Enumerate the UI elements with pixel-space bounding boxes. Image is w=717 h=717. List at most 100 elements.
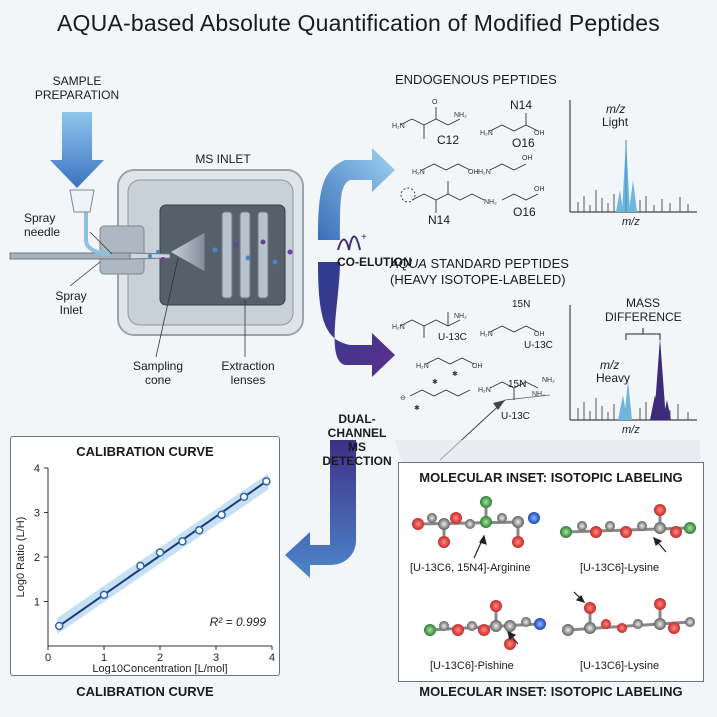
svg-text:NH₂: NH₂ [542, 377, 555, 384]
molecule-label-arginine: [U-13C6, 15N4]-Arginine [410, 562, 531, 574]
arginine-model [412, 496, 540, 548]
spray-inlet-line2: Inlet [59, 303, 83, 317]
aqua-subtitle: (HEAVY ISOTOPE-LABELED) [390, 272, 566, 287]
detection-line2: MS DETECTION [322, 440, 392, 468]
svg-text:✱: ✱ [452, 370, 458, 378]
molecular-inset-title: MOLECULAR INSET: ISOTOPIC LABELING [419, 470, 683, 485]
aqua-spectrum-heavy: Heavy [596, 371, 631, 385]
aqua-label-u13c-b: U-13C [524, 340, 553, 351]
svg-text:H₂N: H₂N [480, 331, 493, 338]
sample-prep-label: SAMPLE PREPARATION [22, 74, 132, 102]
spray-inlet-line1: Spray [55, 289, 87, 303]
x-tick-label: 2 [157, 652, 163, 664]
molecule-label-pishine: [U-13C6]-Pishine [430, 660, 514, 672]
svg-text:H₂N: H₂N [480, 130, 493, 137]
svg-text:H₂N: H₂N [412, 169, 425, 176]
svg-text:NH₂: NH₂ [454, 112, 467, 119]
aqua-spectrum-mz: m/z [600, 358, 620, 372]
page-title: AQUA-based Absolute Quantification of Mo… [57, 10, 660, 36]
data-point [99, 590, 109, 600]
spray-needle-line2: needle [24, 225, 61, 239]
detection-label: DUAL-CHANNEL MS DETECTION [315, 412, 399, 468]
molecule-label-lysine-b: [U-13C6]-Lysine [580, 660, 660, 672]
y-tick-label: 4 [34, 463, 40, 475]
x-tick-label: 1 [101, 652, 107, 664]
aqua-spectrum-axis: m/z [622, 424, 640, 436]
aqua-title-italic: AQUA [390, 256, 427, 271]
svg-text:H₂N: H₂N [416, 363, 429, 370]
endogenous-spectrum [569, 100, 697, 213]
aqua-title: AQUA STANDARD PEPTIDES [390, 256, 569, 272]
x-tick-label: 4 [269, 652, 275, 664]
y-tick-label: 2 [34, 552, 40, 564]
svg-text:H₂N: H₂N [392, 123, 405, 130]
endo-spectrum-axis: m/z [622, 216, 640, 228]
endo-label-n14-a: N14 [510, 98, 533, 112]
lower-flow-arrow [318, 262, 395, 377]
endo-label-o16-b: O16 [513, 205, 536, 219]
data-point [194, 526, 204, 535]
x-axis-label: Log10Concentration [L/mol] [92, 663, 227, 674]
calibration-title: CALIBRATION CURVE [76, 444, 214, 459]
svg-text:OH: OH [534, 186, 545, 193]
x-tick-label: 0 [45, 652, 51, 664]
endo-label-c12: C12 [437, 133, 460, 147]
x-tick-label: 3 [213, 652, 219, 664]
sample-arrow [50, 112, 104, 188]
y-axis-label: Log0 Ratio (L/H) [15, 517, 27, 598]
aqua-title-rest: STANDARD PEPTIDES [426, 256, 569, 271]
calibration-bottom-title: CALIBRATION CURVE [76, 684, 214, 699]
svg-text:OH: OH [522, 155, 533, 162]
coelution-peak-icon [337, 235, 361, 251]
sample-prep-line1: SAMPLE [52, 74, 102, 88]
spray-inlet-label: Spray Inlet [46, 289, 96, 317]
molecular-inset-panel [398, 462, 704, 682]
y-tick-label: 1 [34, 597, 40, 609]
spray-needle [9, 189, 171, 261]
extraction-lenses-line1: Extraction [221, 359, 275, 373]
mass-difference-label: MASS DIFFERENCE [605, 296, 682, 324]
sampling-cone-line1: Sampling [132, 359, 184, 373]
svg-text:✱: ✱ [414, 404, 420, 412]
endogenous-title: ENDOGENOUS PEPTIDES [395, 72, 557, 87]
sample-prep-line2: PREPARATION [34, 88, 120, 102]
molecule-label-lysine-a: [U-13C6]-Lysine [580, 562, 660, 574]
aqua-label-u13c-a: U-13C [438, 332, 467, 343]
co-elution-label: CO-ELUTION [337, 255, 412, 269]
svg-text:O: O [432, 99, 438, 106]
endo-spectrum-mz: m/z [606, 102, 626, 116]
r-squared-label: R² = 0.999 [210, 615, 267, 629]
data-point [262, 477, 271, 486]
svg-text:OH: OH [534, 331, 545, 338]
svg-text:OH: OH [472, 363, 483, 370]
svg-text:OH: OH [534, 130, 545, 137]
extraction-lenses-label: Extraction lenses [213, 359, 283, 387]
molecular-models [412, 496, 696, 650]
svg-text:H₂N: H₂N [478, 387, 491, 394]
aqua-spectrum [569, 305, 697, 421]
sampling-cone-line2: cone [144, 373, 172, 387]
sampling-cone-label: Sampling cone [128, 359, 188, 387]
lysine-model-a [560, 504, 696, 538]
spray-needle-line1: Spray [24, 211, 56, 225]
svg-text:✱: ✱ [432, 378, 438, 386]
detection-line1: DUAL-CHANNEL [327, 412, 387, 440]
ms-inlet-label: MS INLET [195, 152, 251, 166]
aqua-label-15n-b: 15N [508, 379, 527, 390]
y-tick-label: 3 [34, 508, 40, 520]
data-point [155, 548, 165, 557]
svg-text:OH: OH [468, 169, 479, 176]
aqua-label-15n-a: 15N [512, 299, 531, 310]
pishine-model [424, 600, 546, 650]
endo-label-n14-b: N14 [428, 213, 451, 227]
data-point [136, 561, 145, 571]
spray-needle-label: Spray needle [24, 211, 60, 239]
upper-flow-arrow [318, 148, 395, 240]
detection-arrow [285, 440, 356, 578]
endo-label-o16-a: O16 [512, 136, 535, 150]
svg-text:H₂N: H₂N [392, 324, 405, 331]
mass-difference-line1: MASS [625, 296, 660, 310]
